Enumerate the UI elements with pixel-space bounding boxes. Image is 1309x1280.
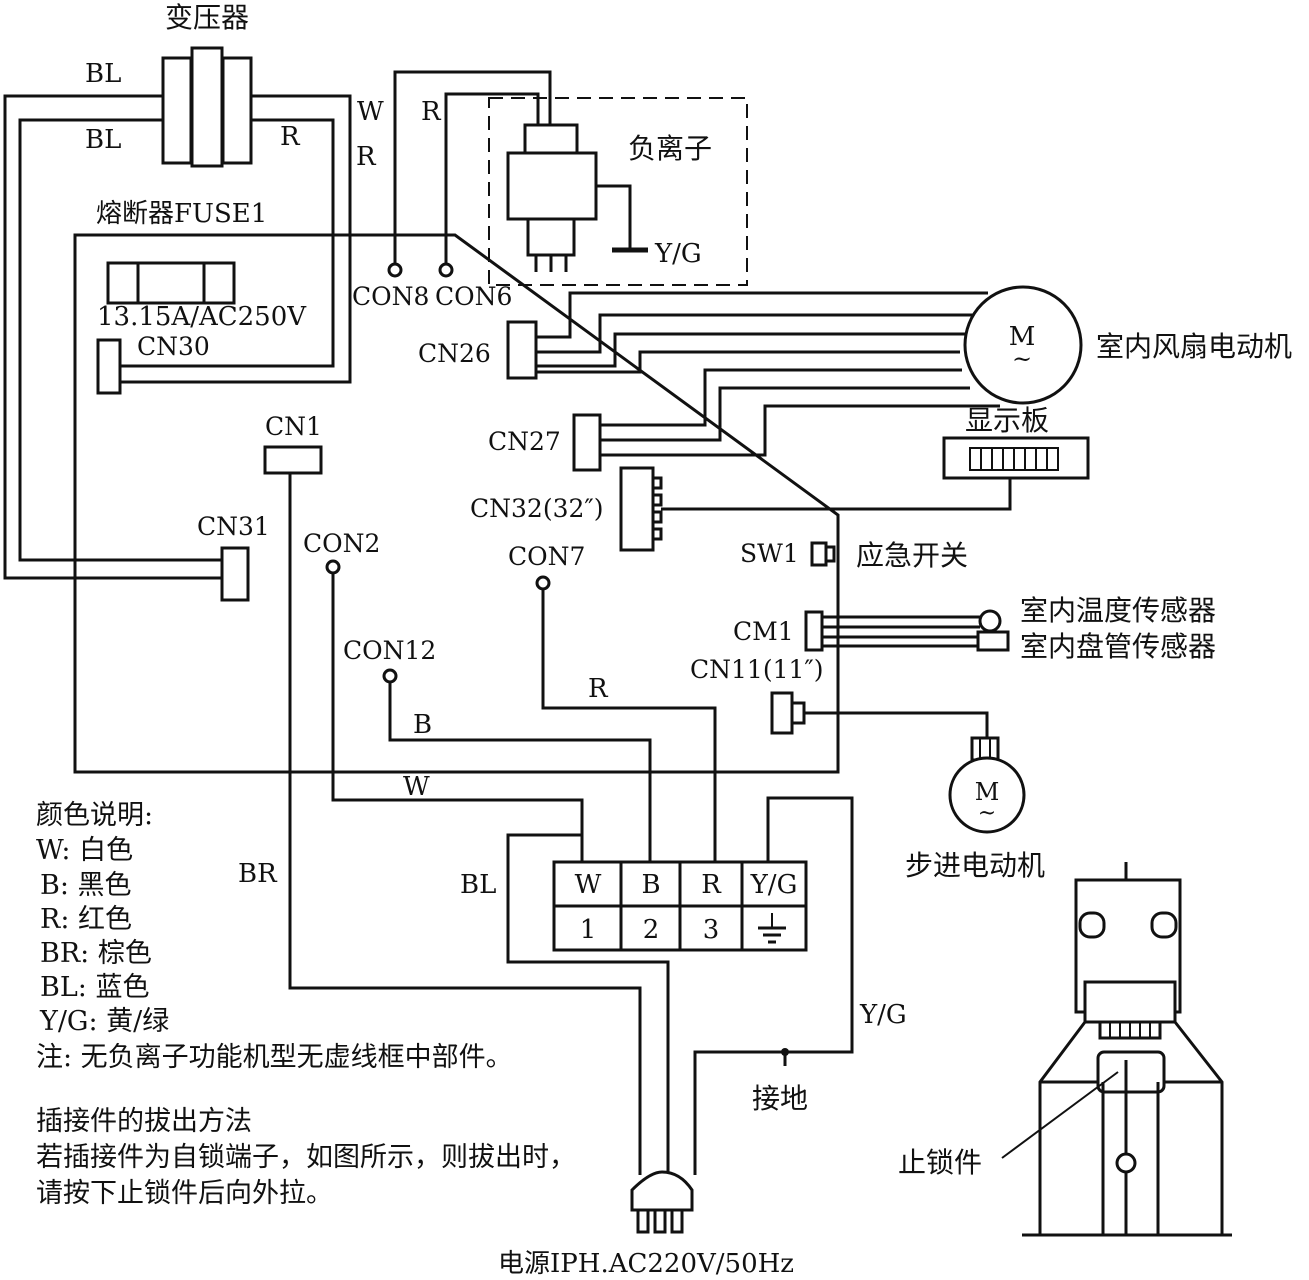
power-label: 电源IPH.AC220V/50Hz — [498, 1249, 794, 1279]
legend-item-br: BR: 棕色 — [40, 938, 152, 969]
coil-sensor-label: 室内盘管传感器 — [1020, 630, 1216, 663]
cn11-connector — [770, 691, 806, 735]
lock-part-label: 止锁件 — [898, 1146, 982, 1179]
anion-generator — [506, 123, 648, 272]
con8-label: CON8 — [352, 282, 429, 311]
cn31-connector — [220, 546, 250, 602]
pcb-outline — [73, 233, 840, 774]
legend-item-yg: Y/G: 黄/绿 — [39, 1006, 169, 1037]
terminal-number-1: 1 — [580, 915, 597, 945]
terminal-color-w: W — [575, 870, 602, 900]
anion-dashed-box — [488, 97, 748, 286]
fan-motor-symbol: M — [1009, 322, 1036, 352]
indoor-fan-motor-label: 室内风扇电动机 — [1096, 330, 1292, 363]
room-temp-sensor-label: 室内温度传感器 — [1020, 594, 1216, 627]
wire-label-r-trans: R — [280, 122, 301, 152]
cn30-connector — [96, 338, 122, 395]
connector-note-title: 插接件的拔出方法 — [36, 1106, 252, 1137]
cn26-label: CN26 — [418, 339, 491, 368]
wire-label-r-con6: R — [421, 97, 442, 127]
wire-label-yg-ground: Y/G — [859, 1000, 907, 1030]
cn32-label: CN32(32″) — [470, 494, 603, 523]
con7-label: CON7 — [508, 542, 585, 571]
room-temp-sensor-icon — [978, 609, 1002, 633]
stepper-motor — [948, 756, 1026, 834]
ground-symbol — [771, 1048, 799, 1066]
legend-item-bl: BL: 蓝色 — [40, 972, 149, 1003]
legend-title: 颜色说明: — [36, 800, 153, 831]
wire-label-w-top: W — [357, 97, 384, 127]
coil-sensor-icon — [976, 630, 1010, 652]
stepper-motor-ac-symbol: ~ — [978, 801, 996, 826]
transformer — [3, 46, 352, 580]
sw1-label: SW1 — [740, 539, 799, 568]
terminal-color-yg: Y/G — [750, 870, 798, 900]
fuse-rating-label: 13.15A/AC250V — [97, 302, 307, 332]
sw1-switch — [810, 541, 836, 567]
wire-label-bl-top: BL — [85, 59, 121, 89]
legend-item-b: B: 黑色 — [40, 870, 132, 901]
cn11-label: CN11(11″) — [690, 655, 823, 684]
terminal-number-2: 2 — [643, 915, 660, 945]
cn32-connector — [619, 466, 663, 552]
wire-label-r-con7: R — [588, 674, 609, 704]
wire-label-bl-mid: BL — [85, 125, 121, 155]
wire-label-yg-anion: Y/G — [654, 239, 702, 269]
stepper-motor-symbol: M — [975, 778, 1000, 806]
cn27-connector — [572, 413, 602, 472]
wire-label-b-con12: B — [413, 710, 432, 740]
transformer-label: 变压器 — [165, 1, 249, 34]
legend-item-r: R: 红色 — [40, 904, 132, 935]
emergency-switch-label: 应急开关 — [856, 539, 968, 572]
wire-label-w-con2: W — [403, 772, 430, 802]
power-plug — [630, 1170, 694, 1234]
cn26-connector — [506, 320, 538, 380]
indoor-fan-motor — [963, 285, 1083, 405]
wire-label-bl-term: BL — [460, 870, 496, 900]
legend-item-w: W: 白色 — [36, 835, 133, 866]
wire-label-r-con8: R — [356, 142, 377, 172]
cn1-label: CN1 — [265, 412, 322, 441]
terminal-number-3: 3 — [703, 915, 720, 945]
anion-label: 负离子 — [628, 132, 712, 165]
fuse-label: 熔断器FUSE1 — [96, 199, 267, 229]
ground-label: 接地 — [752, 1082, 808, 1115]
cm1-label: CM1 — [733, 617, 794, 646]
cn1-connector — [263, 445, 323, 475]
terminal-color-b: B — [641, 870, 660, 900]
con2-label: CON2 — [303, 529, 380, 558]
cn30-label: CN30 — [137, 332, 210, 361]
fan-motor-ac-symbol: ~ — [1012, 345, 1032, 373]
fuse — [106, 261, 236, 305]
terminal-color-r: R — [701, 870, 722, 900]
display-board — [942, 436, 1090, 480]
connector-note-line-2: 请按下止锁件后向外拉。 — [36, 1178, 333, 1209]
connector-lock-drawing — [1001, 862, 1232, 1237]
con12-label: CON12 — [343, 636, 436, 665]
con6-label: CON6 — [435, 282, 512, 311]
legend-note: 注: 无负离子功能机型无虚线框中部件。 — [36, 1042, 513, 1073]
cm1-connector — [804, 610, 824, 652]
display-board-label: 显示板 — [965, 404, 1049, 437]
stepper-motor-label: 步进电动机 — [905, 849, 1045, 882]
terminal-block — [552, 860, 808, 952]
cn31-label: CN31 — [197, 512, 270, 541]
wire-label-br: BR — [238, 859, 278, 889]
cn27-label: CN27 — [488, 427, 561, 456]
connector-note-line-1: 若插接件为自锁端子，如图所示，则拔出时， — [36, 1142, 576, 1173]
